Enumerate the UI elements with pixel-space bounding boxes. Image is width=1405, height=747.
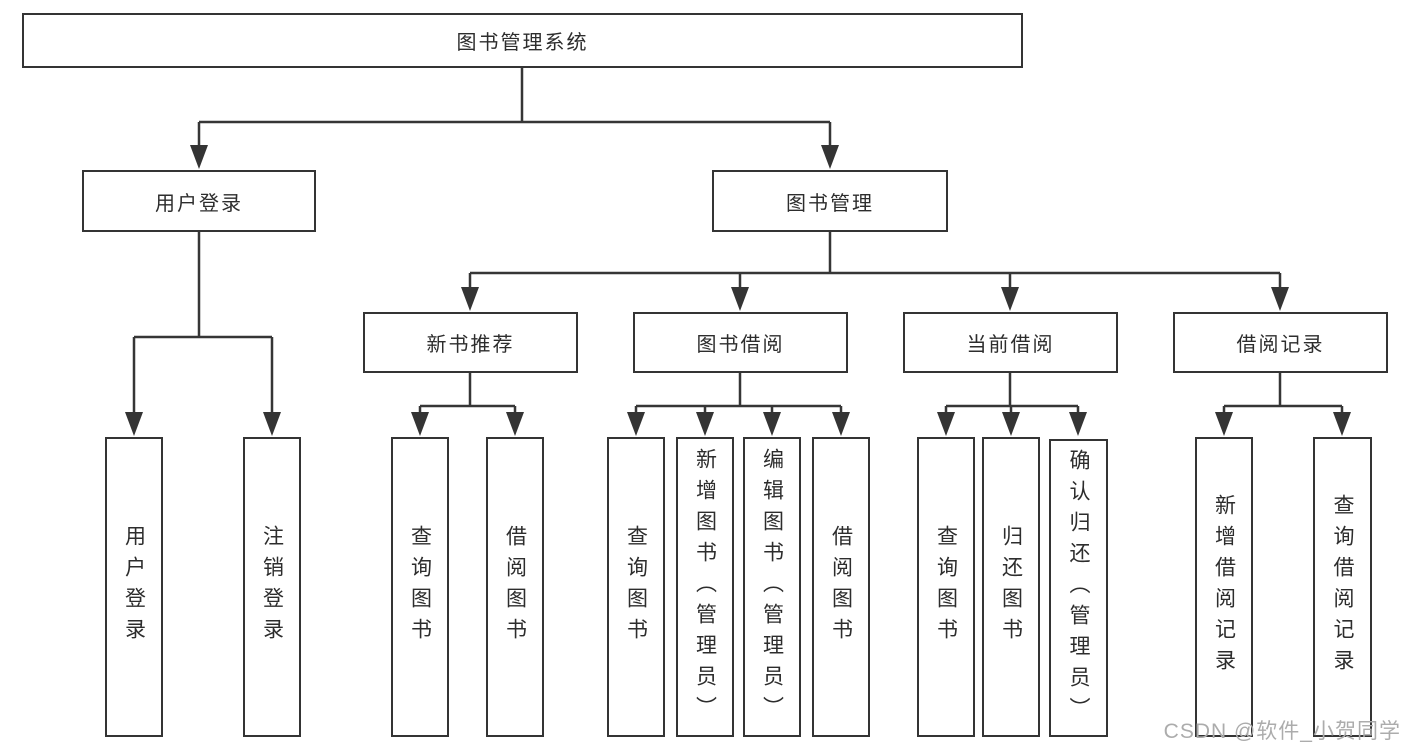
arrow-down-icon xyxy=(190,145,208,169)
node-label: 借阅图书 xyxy=(829,525,853,649)
arrow-down-icon xyxy=(125,412,143,436)
node-book-borrowing: 图书借阅 xyxy=(633,312,848,373)
arrow-down-icon xyxy=(506,412,524,436)
node-label: 归还图书 xyxy=(999,525,1023,649)
leaf-add-borrowing-record: 新增借阅记录 xyxy=(1195,437,1253,737)
connector-borrow-records-split xyxy=(1222,373,1344,414)
node-label: 注销登录 xyxy=(260,525,284,649)
node-library-management-system: 图书管理系统 xyxy=(22,13,1023,68)
arrow-down-icon xyxy=(1333,412,1351,436)
node-label: 用户登录 xyxy=(155,192,243,215)
node-label: 新增图书（管理员） xyxy=(693,447,717,727)
arrow-down-icon xyxy=(1001,287,1019,311)
connector-book-borrowing-split xyxy=(634,373,843,414)
arrow-down-icon xyxy=(763,412,781,436)
node-label: 查询图书 xyxy=(624,525,648,649)
node-label: 查询借阅记录 xyxy=(1331,494,1354,680)
node-borrowing-records: 借阅记录 xyxy=(1173,312,1388,373)
arrow-down-icon xyxy=(731,287,749,311)
node-label: 编辑图书（管理员） xyxy=(760,447,784,727)
node-current-borrowing: 当前借阅 xyxy=(903,312,1118,373)
node-label: 图书管理系统 xyxy=(456,32,589,54)
leaf-logout: 注销登录 xyxy=(243,437,301,737)
arrow-down-icon xyxy=(821,145,839,169)
leaf-add-book-admin: 新增图书（管理员） xyxy=(676,437,734,737)
csdn-watermark: CSDN @软件_小贺同学 xyxy=(1163,720,1401,743)
node-label: 确认归还（管理员） xyxy=(1067,448,1090,728)
arrow-down-icon xyxy=(1215,412,1233,436)
connector-user-login-split xyxy=(132,232,274,418)
node-label: 用户登录 xyxy=(122,525,146,649)
node-label: 借阅图书 xyxy=(503,525,527,649)
leaf-return-books: 归还图书 xyxy=(982,437,1040,737)
arrow-down-icon xyxy=(696,412,714,436)
leaf-query-books-recommend: 查询图书 xyxy=(391,437,449,737)
leaf-user-login: 用户登录 xyxy=(105,437,163,737)
arrowheads xyxy=(125,145,1351,436)
node-new-book-recommendation: 新书推荐 xyxy=(363,312,578,373)
node-label: 图书管理 xyxy=(786,192,874,215)
leaf-query-books-current: 查询图书 xyxy=(917,437,975,737)
node-user-login: 用户登录 xyxy=(82,170,316,232)
connector-book-management-split xyxy=(468,232,1282,294)
arrow-down-icon xyxy=(1271,287,1289,311)
arrow-down-icon xyxy=(263,412,281,436)
connector-current-borrowing-split xyxy=(944,373,1080,414)
node-label: 图书借阅 xyxy=(696,334,785,356)
arrow-down-icon xyxy=(627,412,645,436)
node-label: 当前借阅 xyxy=(966,334,1055,356)
leaf-edit-book-admin: 编辑图书（管理员） xyxy=(743,437,801,737)
node-label: 新增借阅记录 xyxy=(1212,494,1236,680)
arrow-down-icon xyxy=(937,412,955,436)
arrow-down-icon xyxy=(461,287,479,311)
connector-root-split xyxy=(197,68,832,150)
node-label: 查询图书 xyxy=(408,525,432,649)
node-label: 查询图书 xyxy=(934,525,958,649)
node-label: 借阅记录 xyxy=(1236,334,1325,356)
leaf-confirm-return-admin: 确认归还（管理员） xyxy=(1049,439,1108,737)
arrow-down-icon xyxy=(832,412,850,436)
arrow-down-icon xyxy=(411,412,429,436)
leaf-query-borrowing-record: 查询借阅记录 xyxy=(1313,437,1372,737)
leaf-borrow-books-recommend: 借阅图书 xyxy=(486,437,544,737)
arrow-down-icon xyxy=(1069,412,1087,436)
arrow-down-icon xyxy=(1002,412,1020,436)
node-book-management: 图书管理 xyxy=(712,170,948,232)
node-label: 新书推荐 xyxy=(426,334,515,356)
connector-new-book-split xyxy=(418,373,517,414)
leaf-borrow-books: 借阅图书 xyxy=(812,437,870,737)
leaf-query-books-borrowing: 查询图书 xyxy=(607,437,665,737)
